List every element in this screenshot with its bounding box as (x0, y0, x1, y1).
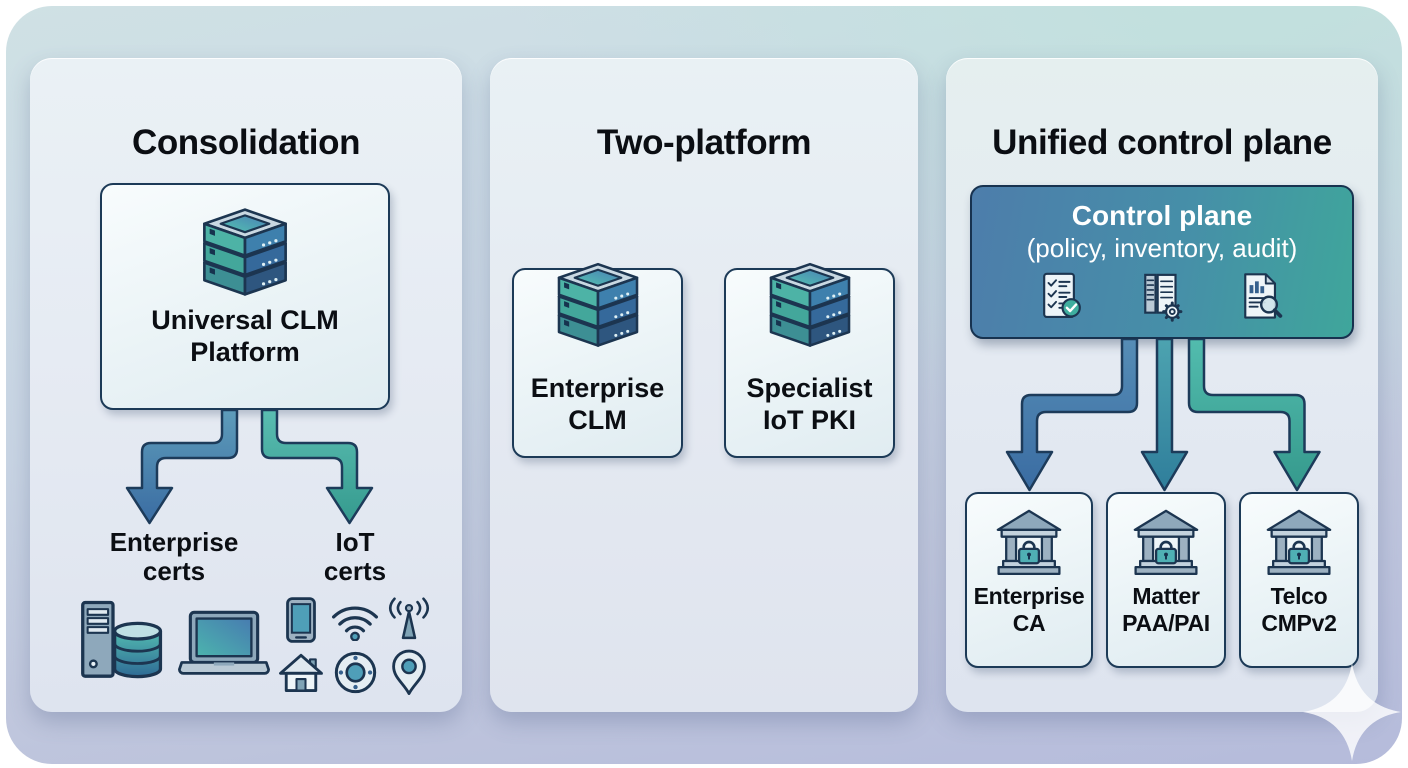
panel-two-platform: Two-platform Enterprise CLM Specialist I… (490, 58, 918, 712)
panel-consolidation: Consolidation Universal CLM Platform Ent… (30, 58, 462, 712)
control-plane-icons (1034, 270, 1290, 324)
universal-clm-platform-label: Universal CLM Platform (151, 305, 339, 368)
server-stack-icon (547, 254, 649, 349)
sparkle-decoration (1303, 663, 1401, 761)
telco-cmpv2-box: Telco CMPv2 (1239, 492, 1359, 668)
policy-checklist-icon (1034, 270, 1090, 324)
branch-iot-certs: IoT certs (272, 527, 438, 696)
panel-title: Two-platform (596, 123, 812, 163)
arrow-to-enterprise-ca (1005, 339, 1139, 492)
ca-building-lock-icon (1261, 507, 1337, 577)
ca-building-lock-icon (1128, 507, 1204, 577)
location-pin-icon (391, 649, 427, 696)
smartphone-icon (285, 597, 317, 643)
arrow-to-iot-certs (260, 410, 374, 525)
iot-certs-label: IoT certs (323, 527, 387, 587)
server-stack-icon (759, 254, 861, 349)
desktop-database-icon (77, 600, 167, 682)
arrow-to-matter (1140, 339, 1189, 492)
branch-enterprise-certs: Enterprise certs (68, 527, 280, 682)
control-plane-subtitle: (policy, inventory, audit) (1026, 233, 1298, 264)
house-icon (277, 652, 325, 693)
specialist-iot-pki-box: Specialist IoT PKI (724, 268, 895, 458)
matter-paa-pai-box: Matter PAA/PAI (1106, 492, 1226, 668)
server-stack-icon (192, 199, 298, 298)
universal-clm-platform-box: Universal CLM Platform (100, 183, 390, 410)
enterprise-clm-label: Enterprise CLM (530, 373, 665, 436)
enterprise-certs-icons (68, 600, 280, 682)
antenna-icon (385, 597, 433, 643)
arrow-to-enterprise-certs (125, 410, 239, 525)
panel-unified-control-plane: Unified control plane Control plane (pol… (946, 58, 1378, 712)
specialist-iot-pki-label: Specialist IoT PKI (746, 373, 873, 436)
audit-report-icon (1234, 270, 1290, 324)
panel-title: Consolidation (131, 123, 361, 163)
control-plane-arrows (1005, 339, 1321, 492)
telco-cmpv2-label: Telco CMPv2 (1261, 583, 1337, 637)
branch-arrows (125, 410, 374, 525)
matter-paa-pai-label: Matter PAA/PAI (1122, 583, 1210, 637)
panel-title: Unified control plane (992, 123, 1332, 163)
smart-device-icon (333, 650, 378, 695)
control-plane-box: Control plane (policy, inventory, audit) (970, 185, 1354, 339)
ca-building-lock-icon (991, 507, 1067, 577)
wifi-icon (330, 600, 380, 641)
laptop-icon (177, 610, 271, 682)
enterprise-clm-box: Enterprise CLM (512, 268, 683, 458)
arrow-to-telco (1187, 339, 1321, 492)
enterprise-ca-label: Enterprise CA (973, 583, 1085, 637)
enterprise-certs-label: Enterprise certs (109, 527, 239, 587)
iot-certs-icons (272, 596, 438, 696)
inventory-gear-icon (1134, 270, 1190, 324)
enterprise-ca-box: Enterprise CA (965, 492, 1093, 668)
control-plane-title: Control plane (1071, 200, 1253, 231)
